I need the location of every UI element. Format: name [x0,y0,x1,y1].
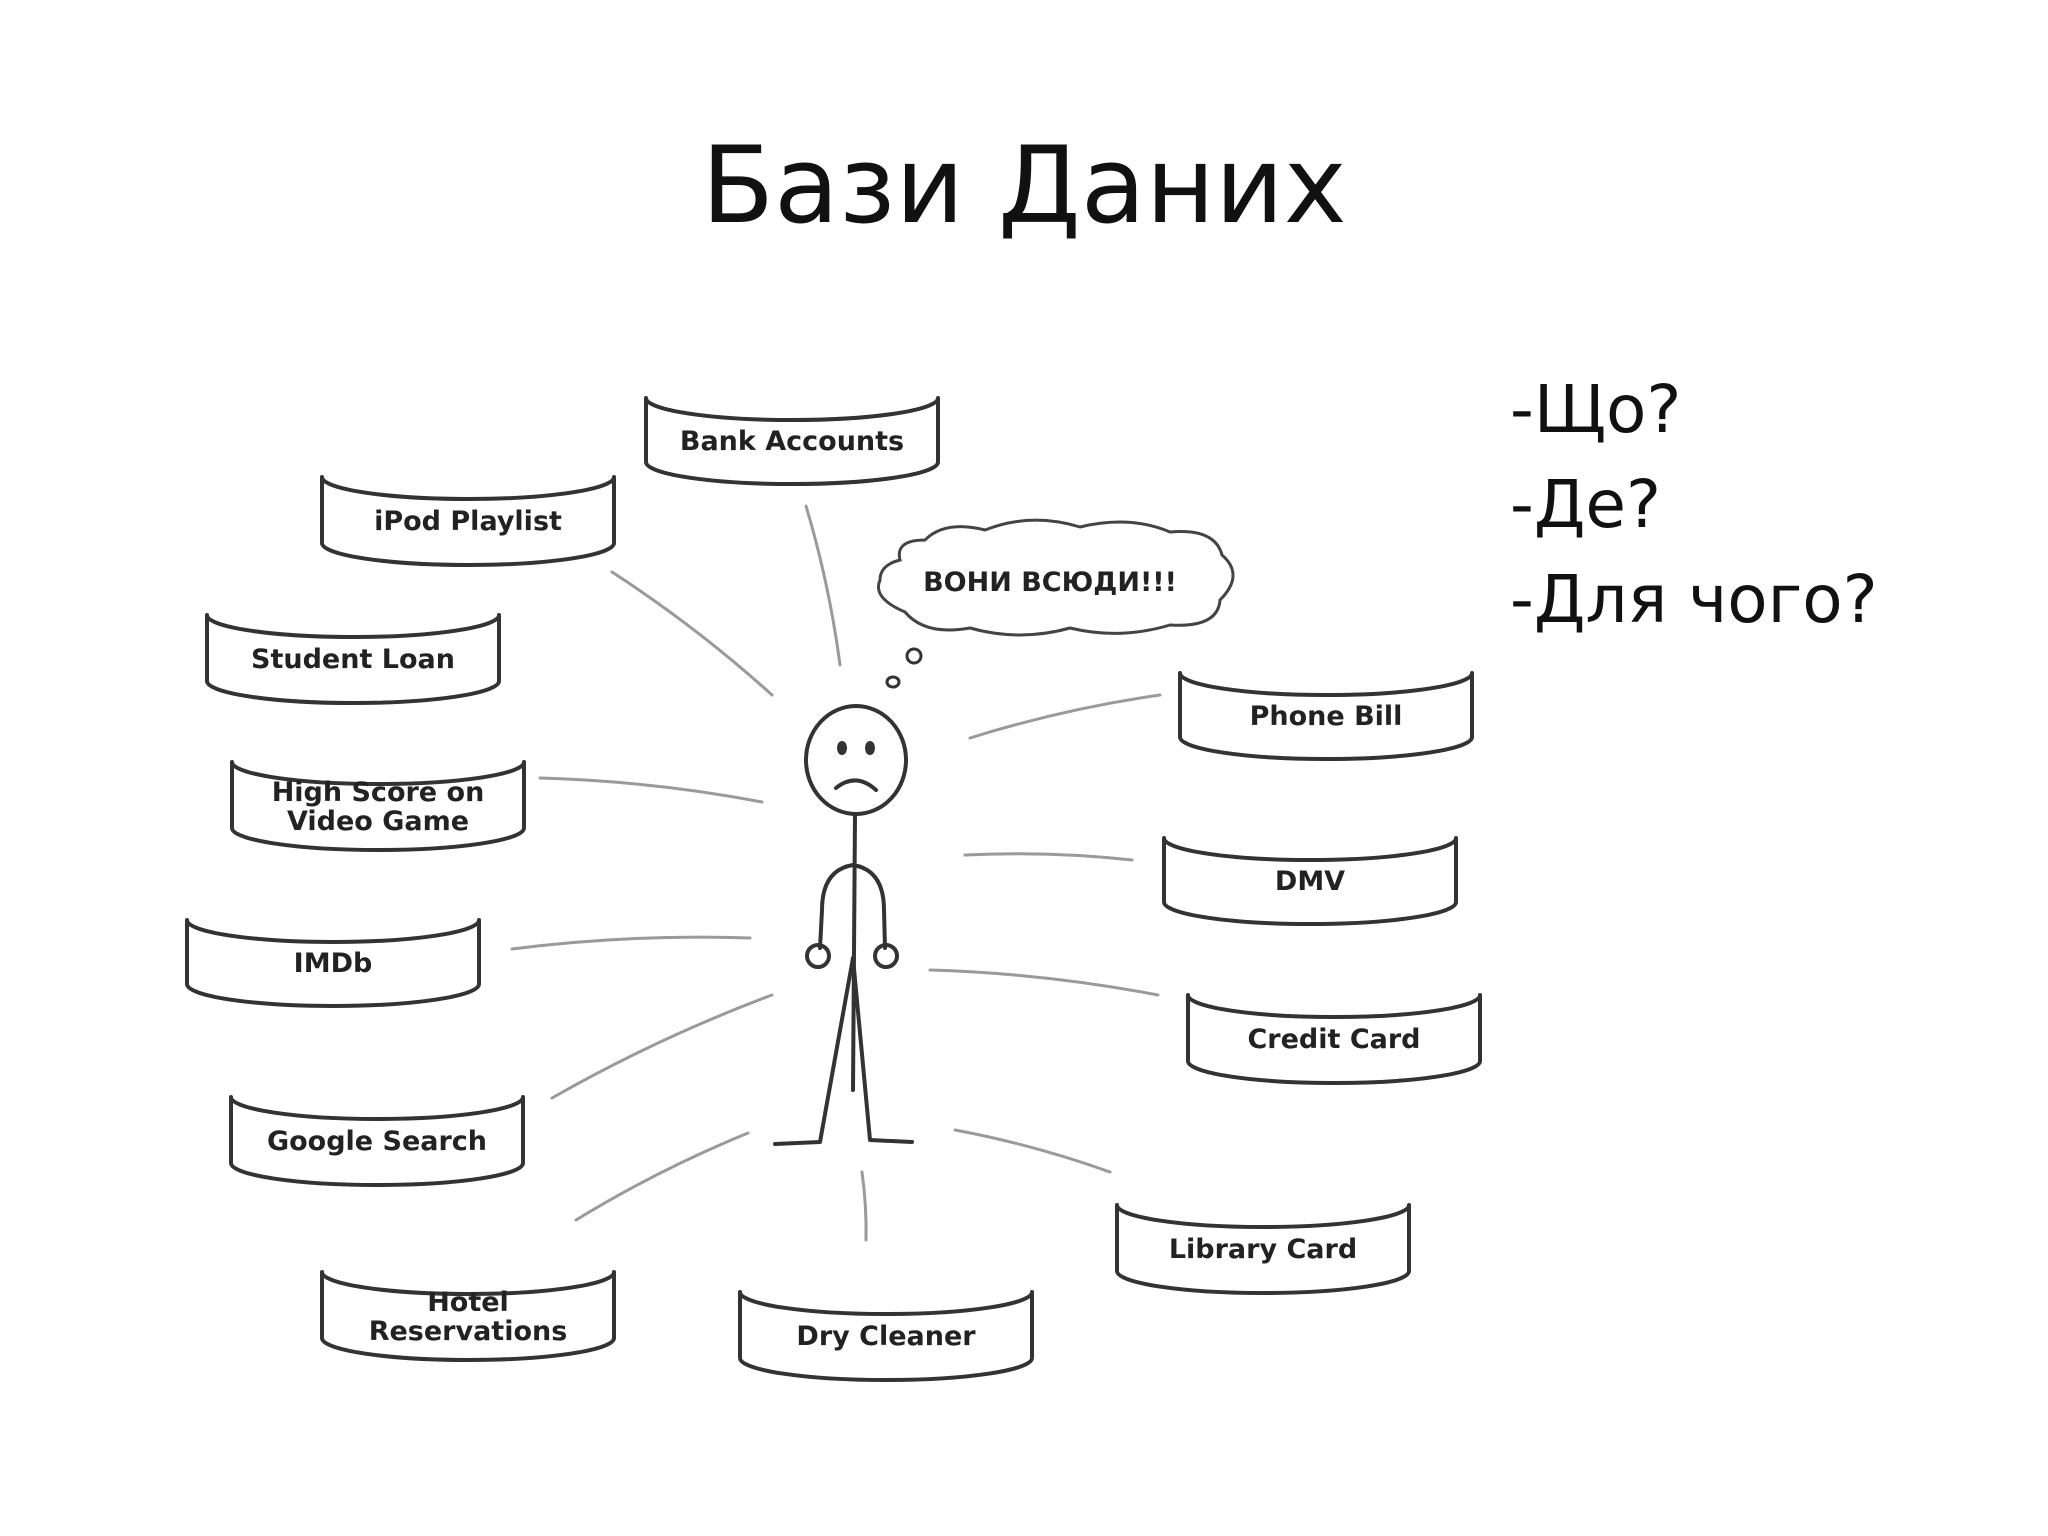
label-bank-accounts: Bank Accounts [680,426,904,457]
figure-eye-left [837,741,847,755]
figure-hand-right [873,943,899,969]
connector-phone-bill [968,693,1162,740]
figure-body [851,812,857,1092]
database-google-search: Google Search [229,1095,525,1187]
connector-imdb [510,935,752,951]
cylinder-rim-bank-accounts [644,397,940,422]
database-library-card: Library Card [1115,1203,1411,1295]
label-high-score-1: High Score on [272,777,485,808]
question-what: -Що? [1510,371,1682,448]
label-library-card: Library Card [1169,1234,1357,1265]
thought-dot-small [885,675,901,689]
connector-credit-card [928,968,1160,997]
cylinder-rim-dry-cleaner [738,1291,1034,1316]
cylinder-rim-credit-card [1186,994,1482,1019]
figure-arm-right [851,863,887,950]
label-dry-cleaner: Dry Cleaner [796,1321,976,1352]
cylinder-rim-google-search [229,1096,525,1121]
connector-lines [510,504,1162,1242]
figure-eye-right [865,741,875,755]
cylinder-rim-library-card [1115,1204,1411,1229]
connector-dry-cleaner [860,1170,868,1242]
cylinder-rim-high-score [230,761,526,786]
database-bank-accounts: Bank Accounts [644,396,940,486]
database-student-loan: Student Loan [205,613,501,705]
cylinder-rim-dmv [1162,837,1458,862]
connector-google-search [550,993,774,1100]
label-ipod-playlist: iPod Playlist [374,506,562,537]
cylinder-rim-ipod-playlist [320,476,616,501]
connector-high-score [538,776,764,804]
figure-frown [834,778,878,792]
database-imdb: IMDb [185,918,481,1008]
slide-title: Бази Даних [701,124,1347,247]
label-imdb: IMDb [294,948,373,979]
thought-dot-medium [905,647,923,665]
label-hotel-reservations-2: Reservations [369,1316,568,1347]
database-ipod-playlist: iPod Playlist [320,475,616,567]
figure-leg-left [773,956,855,1146]
cylinder-rim-phone-bill [1178,672,1474,697]
database-credit-card: Credit Card [1186,993,1482,1085]
question-where: -Де? [1510,466,1662,543]
label-phone-bill: Phone Bill [1250,701,1403,732]
thought-bubble: ВОНИ ВСЮДИ!!! [877,518,1235,637]
thought-bubble-cloud [877,518,1235,637]
database-dry-cleaner: Dry Cleaner [738,1290,1034,1382]
connector-dmv [963,852,1134,862]
label-google-search: Google Search [267,1126,487,1157]
question-why: -Для чого? [1510,561,1878,638]
stick-figure [773,647,923,1146]
connector-library-card [953,1128,1112,1174]
cylinder-rim-imdb [185,919,481,944]
database-phone-bill: Phone Bill [1178,671,1474,761]
label-high-score-2: Video Game [287,806,469,837]
label-dmv: DMV [1275,866,1345,897]
question-list: -Що? -Де? -Для чого? [1510,362,1878,647]
label-hotel-reservations-1: Hotel [427,1287,509,1318]
figure-hand-left [805,943,831,969]
thought-bubble-text: ВОНИ ВСЮДИ!!! [923,567,1177,598]
figure-leg-right [851,956,914,1144]
connector-hotel-reservations [574,1131,750,1222]
cylinder-rim-hotel-reservations [320,1271,616,1296]
connector-ipod-playlist [610,570,774,697]
label-credit-card: Credit Card [1247,1024,1420,1055]
figure-arm-left [818,863,855,950]
database-dmv: DMV [1162,836,1458,926]
cylinder-rim-student-loan [205,614,501,639]
connector-bank-accounts [804,504,842,667]
figure-head [804,704,908,816]
label-student-loan: Student Loan [251,644,455,675]
